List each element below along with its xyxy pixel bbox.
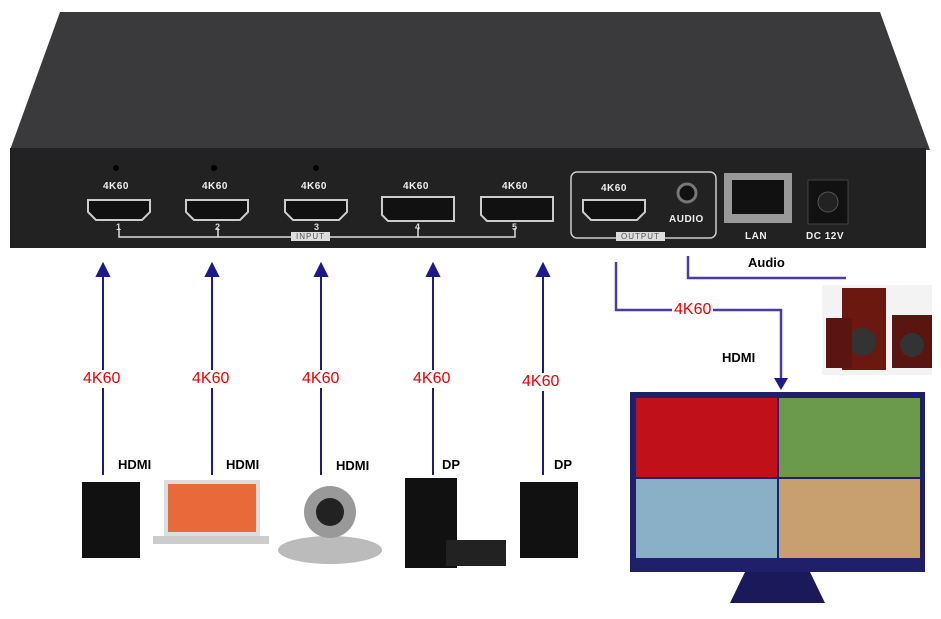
input-2-num: 2 [215,222,221,232]
output-type: HDMI [722,350,756,365]
input-3-res: 4K60 [301,181,327,192]
input-3-type: HDMI [336,458,370,473]
dp-port-4 [381,196,455,222]
audio-label: Audio [748,255,785,270]
input-5-num: 5 [512,222,518,232]
input-label: INPUT [291,232,330,241]
hdmi-port-3 [284,199,348,221]
output-res: 4K60 [601,183,627,194]
input-4-speed: 4K60 [413,370,451,388]
input-2-speed: 4K60 [192,370,230,388]
window-2 [779,398,920,477]
ptz-camera-icon [278,536,382,564]
input-1-speed: 4K60 [83,370,121,388]
source-devices [82,478,578,568]
input-2-res: 4K60 [202,181,228,192]
monitor-icon [630,392,925,603]
pc-tower-icon [82,482,140,558]
window-4 [779,479,920,558]
pc-tower-icon-2 [520,482,578,558]
output-speed: 4K60 [672,301,714,319]
output-label: OUTPUT [616,232,665,241]
hdmi-port-1 [87,199,151,221]
input-1-type: HDMI [118,457,152,472]
speakers-icon [822,285,932,375]
input-1-res: 4K60 [103,181,129,192]
hdmi-port-2 [185,199,249,221]
hdmi-output-port [582,199,646,221]
input-5-type: DP [554,457,573,472]
lan-port-label: LAN [745,231,768,242]
input-3-speed: 4K60 [302,370,340,388]
dp-port-5 [480,196,554,222]
input-3-num: 3 [314,222,320,232]
input-4-type: DP [442,457,461,472]
window-1 [636,398,777,477]
input-5-res: 4K60 [502,181,528,192]
input-5-speed: 4K60 [522,373,560,391]
input-1-num: 1 [116,222,122,232]
audio-port-label: AUDIO [669,214,704,225]
window-3 [636,479,777,558]
audio-jack [676,182,698,204]
input-2-type: HDMI [226,457,260,472]
laptop-icon [168,484,256,532]
device-top [10,12,930,150]
power-port-label: DC 12V [806,231,845,242]
input-4-num: 4 [415,222,421,232]
input-4-res: 4K60 [403,181,429,192]
